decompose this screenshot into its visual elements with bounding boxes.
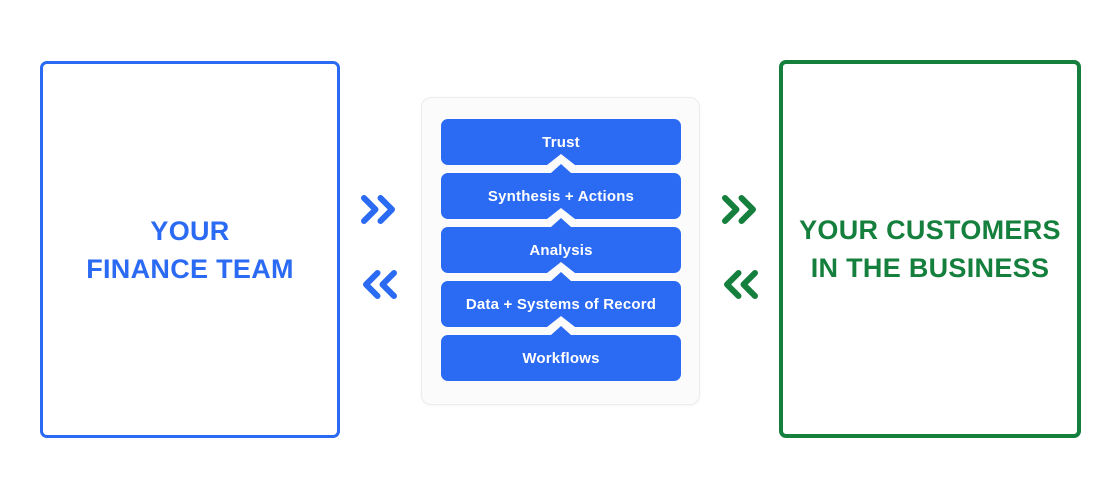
customers-title-line1: YOUR CUSTOMERS	[799, 215, 1061, 245]
stack-layer-trust: Trust	[441, 119, 681, 165]
finance-team-title: YOUR FINANCE TEAM	[86, 212, 294, 288]
finance-team-box: YOUR FINANCE TEAM	[40, 61, 340, 438]
platform-stack-card: Trust Synthesis + Actions Analysis Data …	[421, 97, 700, 405]
double-chevron-left-icon	[360, 269, 398, 300]
stack-layer-workflows: Workflows	[441, 335, 681, 381]
customers-box: YOUR CUSTOMERS IN THE BUSINESS	[779, 60, 1081, 438]
double-chevron-left-icon	[721, 269, 759, 300]
stack-layer-data-systems-of-record: Data + Systems of Record	[441, 281, 681, 327]
stack-layer-synthesis-actions: Synthesis + Actions	[441, 173, 681, 219]
platform-stack-bars: Trust Synthesis + Actions Analysis Data …	[441, 119, 681, 381]
double-chevron-right-icon	[360, 194, 398, 225]
stack-layer-analysis: Analysis	[441, 227, 681, 273]
customers-title-line2: IN THE BUSINESS	[810, 253, 1050, 283]
finance-team-title-line1: YOUR	[150, 215, 230, 246]
customers-title: YOUR CUSTOMERS IN THE BUSINESS	[799, 211, 1061, 287]
finance-team-title-line2: FINANCE TEAM	[86, 253, 294, 284]
double-chevron-right-icon	[721, 194, 759, 225]
